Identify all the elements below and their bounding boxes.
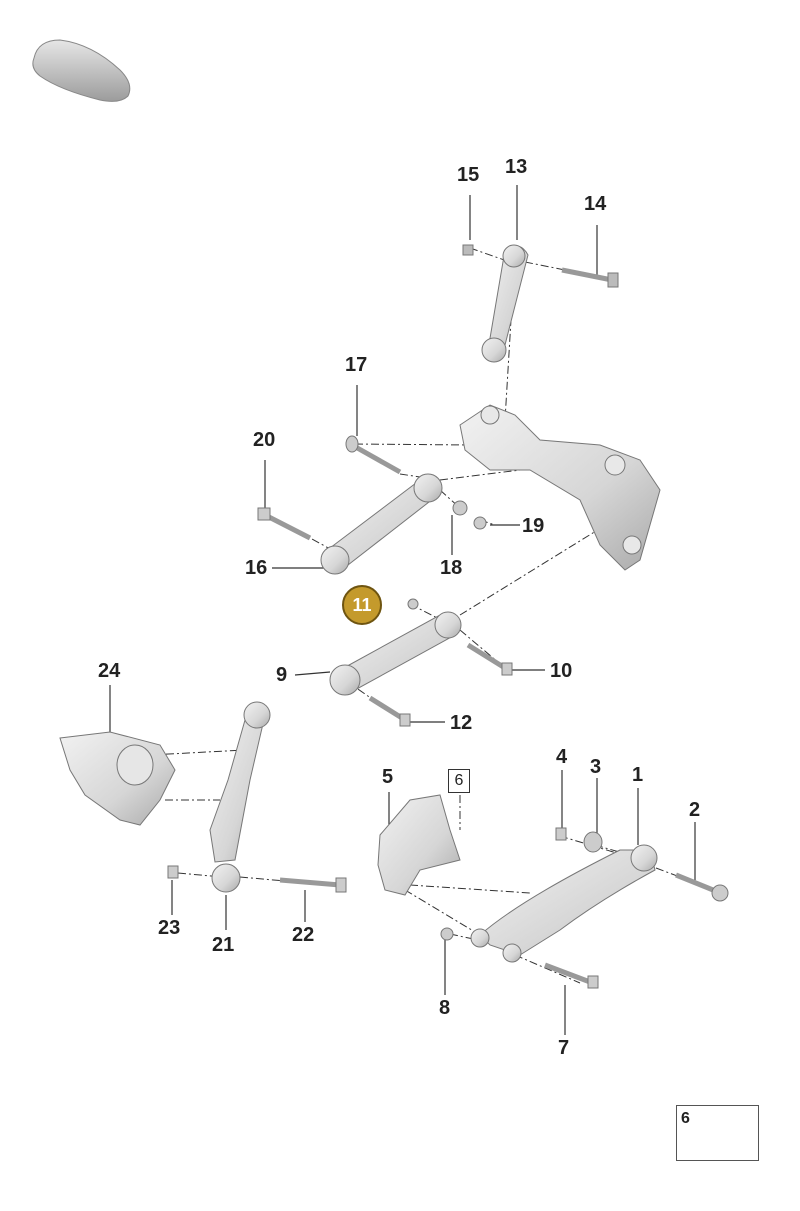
label-6-boxed[interactable]: 6 xyxy=(448,769,470,793)
bolt-20-part xyxy=(257,507,312,541)
bolt-22-part xyxy=(279,877,347,893)
bolt-17-part xyxy=(345,435,402,475)
upper-link-part xyxy=(481,244,529,363)
car-thumbnail-icon xyxy=(32,39,131,102)
nut-11-part xyxy=(407,598,419,610)
callout-lines xyxy=(109,185,696,1035)
selected-part-badge-11[interactable]: 11 xyxy=(342,585,382,625)
label-3[interactable]: 3 xyxy=(590,756,602,778)
label-20[interactable]: 20 xyxy=(253,429,276,451)
control-arm-9-part xyxy=(329,611,462,696)
label-12[interactable]: 12 xyxy=(450,712,473,734)
bolt-12-part xyxy=(368,695,411,727)
bracket-5-part xyxy=(377,794,461,896)
label-4[interactable]: 4 xyxy=(556,746,568,768)
nut-18-part xyxy=(452,500,468,516)
label-8[interactable]: 8 xyxy=(439,997,451,1019)
nut-23-part xyxy=(167,865,179,879)
bracket-24-part xyxy=(59,731,176,826)
bolt-7-part xyxy=(544,962,599,989)
bolt-14-part xyxy=(561,267,619,288)
nut-15-part xyxy=(462,244,474,256)
label-7[interactable]: 7 xyxy=(558,1037,570,1059)
label-15[interactable]: 15 xyxy=(457,164,480,186)
label-18[interactable]: 18 xyxy=(440,557,463,579)
label-24[interactable]: 24 xyxy=(98,660,121,682)
label-23[interactable]: 23 xyxy=(158,917,181,939)
label-19[interactable]: 19 xyxy=(522,515,545,537)
wishbone-1-part xyxy=(470,844,658,963)
washer-3-part xyxy=(583,831,603,853)
nut-4-part xyxy=(555,827,567,841)
label-21[interactable]: 21 xyxy=(212,934,235,956)
inset-box: 6 xyxy=(676,1105,759,1161)
nut-19-part xyxy=(473,516,487,530)
control-arm-21-part xyxy=(209,701,271,893)
control-arm-16-part xyxy=(320,473,443,575)
bolt-2-part xyxy=(675,872,729,902)
inset-label[interactable]: 6 xyxy=(681,1110,690,1127)
subframe-part xyxy=(459,404,661,571)
nut-8-part xyxy=(440,927,454,941)
label-9[interactable]: 9 xyxy=(276,664,288,686)
label-14[interactable]: 14 xyxy=(584,193,607,215)
label-10[interactable]: 10 xyxy=(550,660,573,682)
label-5[interactable]: 5 xyxy=(382,766,394,788)
label-1[interactable]: 1 xyxy=(632,764,644,786)
label-16[interactable]: 16 xyxy=(245,557,268,579)
label-17[interactable]: 17 xyxy=(345,354,368,376)
bolt-10-part xyxy=(466,642,513,676)
label-22[interactable]: 22 xyxy=(292,924,315,946)
label-2[interactable]: 2 xyxy=(689,799,701,821)
label-13[interactable]: 13 xyxy=(505,156,528,178)
